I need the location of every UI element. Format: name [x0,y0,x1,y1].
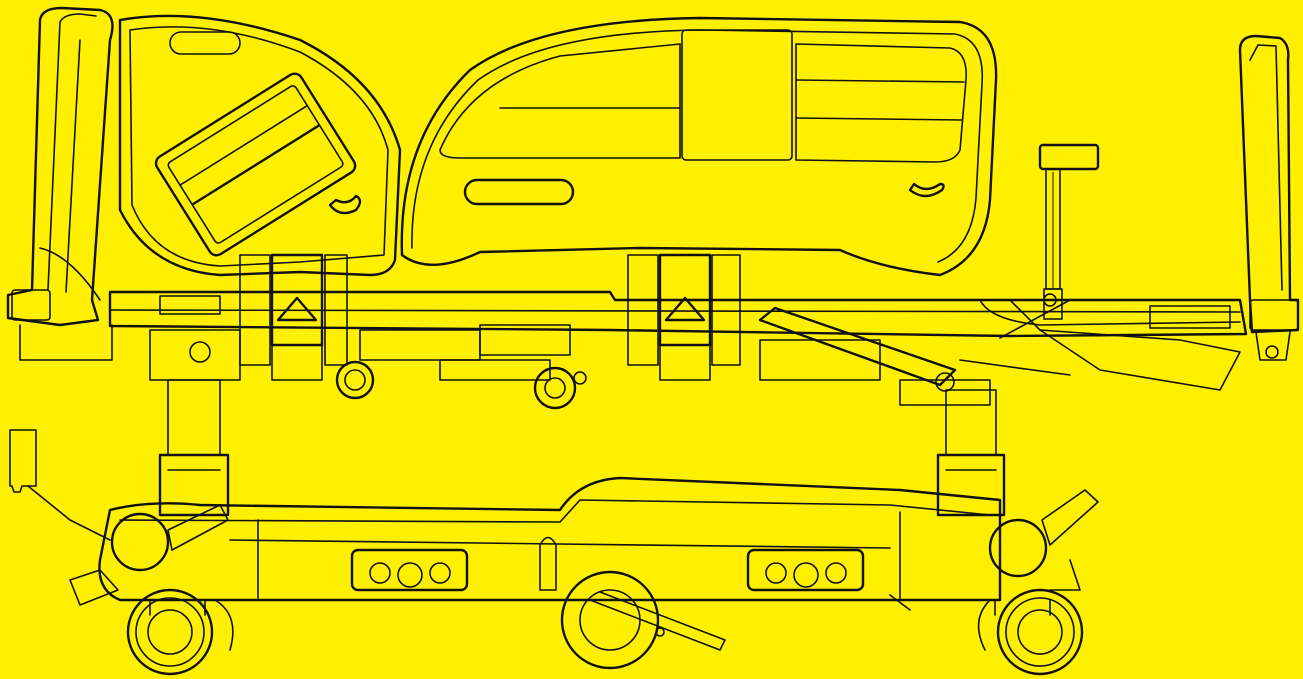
chassis-base [9,429,1099,611]
castor-center [560,570,726,670]
castor-left [126,588,234,676]
upper-frame-mechanism [149,253,1241,410]
lift-columns [158,379,1006,517]
foot-side-rail [400,16,998,277]
brake-pedal-left [350,548,469,592]
foot-board [1238,34,1300,361]
head-board [6,6,114,361]
head-side-rail [118,14,402,277]
castor-right [977,588,1084,676]
brake-pedal-right [746,548,865,592]
rail-control-panel [154,72,357,257]
